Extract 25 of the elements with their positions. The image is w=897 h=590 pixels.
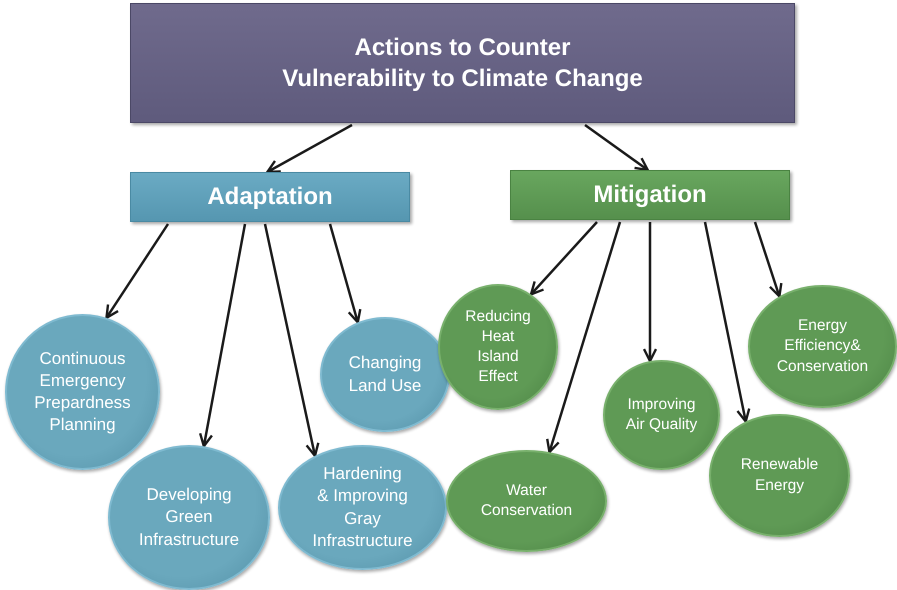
heading-text: Adaptation — [207, 182, 333, 212]
heading-text: Actions to Counter Vulnerability to Climate Change — [281, 32, 644, 94]
arrow — [754, 222, 783, 298]
action-text: Changing Land Use — [348, 352, 422, 396]
arrow — [198, 224, 246, 448]
heading-box — [510, 170, 790, 220]
action-text: Developing Green Infrastructure — [138, 484, 240, 551]
heading-text: Mitigation — [593, 180, 707, 210]
heading-box — [130, 172, 410, 222]
arrow — [105, 223, 170, 320]
arrow — [584, 124, 649, 172]
action-text: Reducing Heat Island Effect — [464, 306, 532, 388]
arrow — [328, 224, 362, 324]
arrow — [704, 222, 750, 423]
arrow — [530, 221, 598, 296]
action-text: Continuous Emergency Prepardness Planning — [33, 348, 132, 436]
heading-box — [130, 3, 795, 123]
arrow — [264, 224, 320, 458]
action-text: Renewable Energy — [740, 455, 820, 496]
action-text: Improving Air Quality — [624, 394, 698, 435]
arrow — [266, 124, 353, 174]
action-text: Water Conservation — [480, 480, 574, 521]
arrow — [642, 222, 658, 362]
action-text: Energy Efficiency& Conservation — [776, 316, 870, 377]
action-text: Hardening & Improving Gray Infrastructure — [311, 463, 414, 552]
